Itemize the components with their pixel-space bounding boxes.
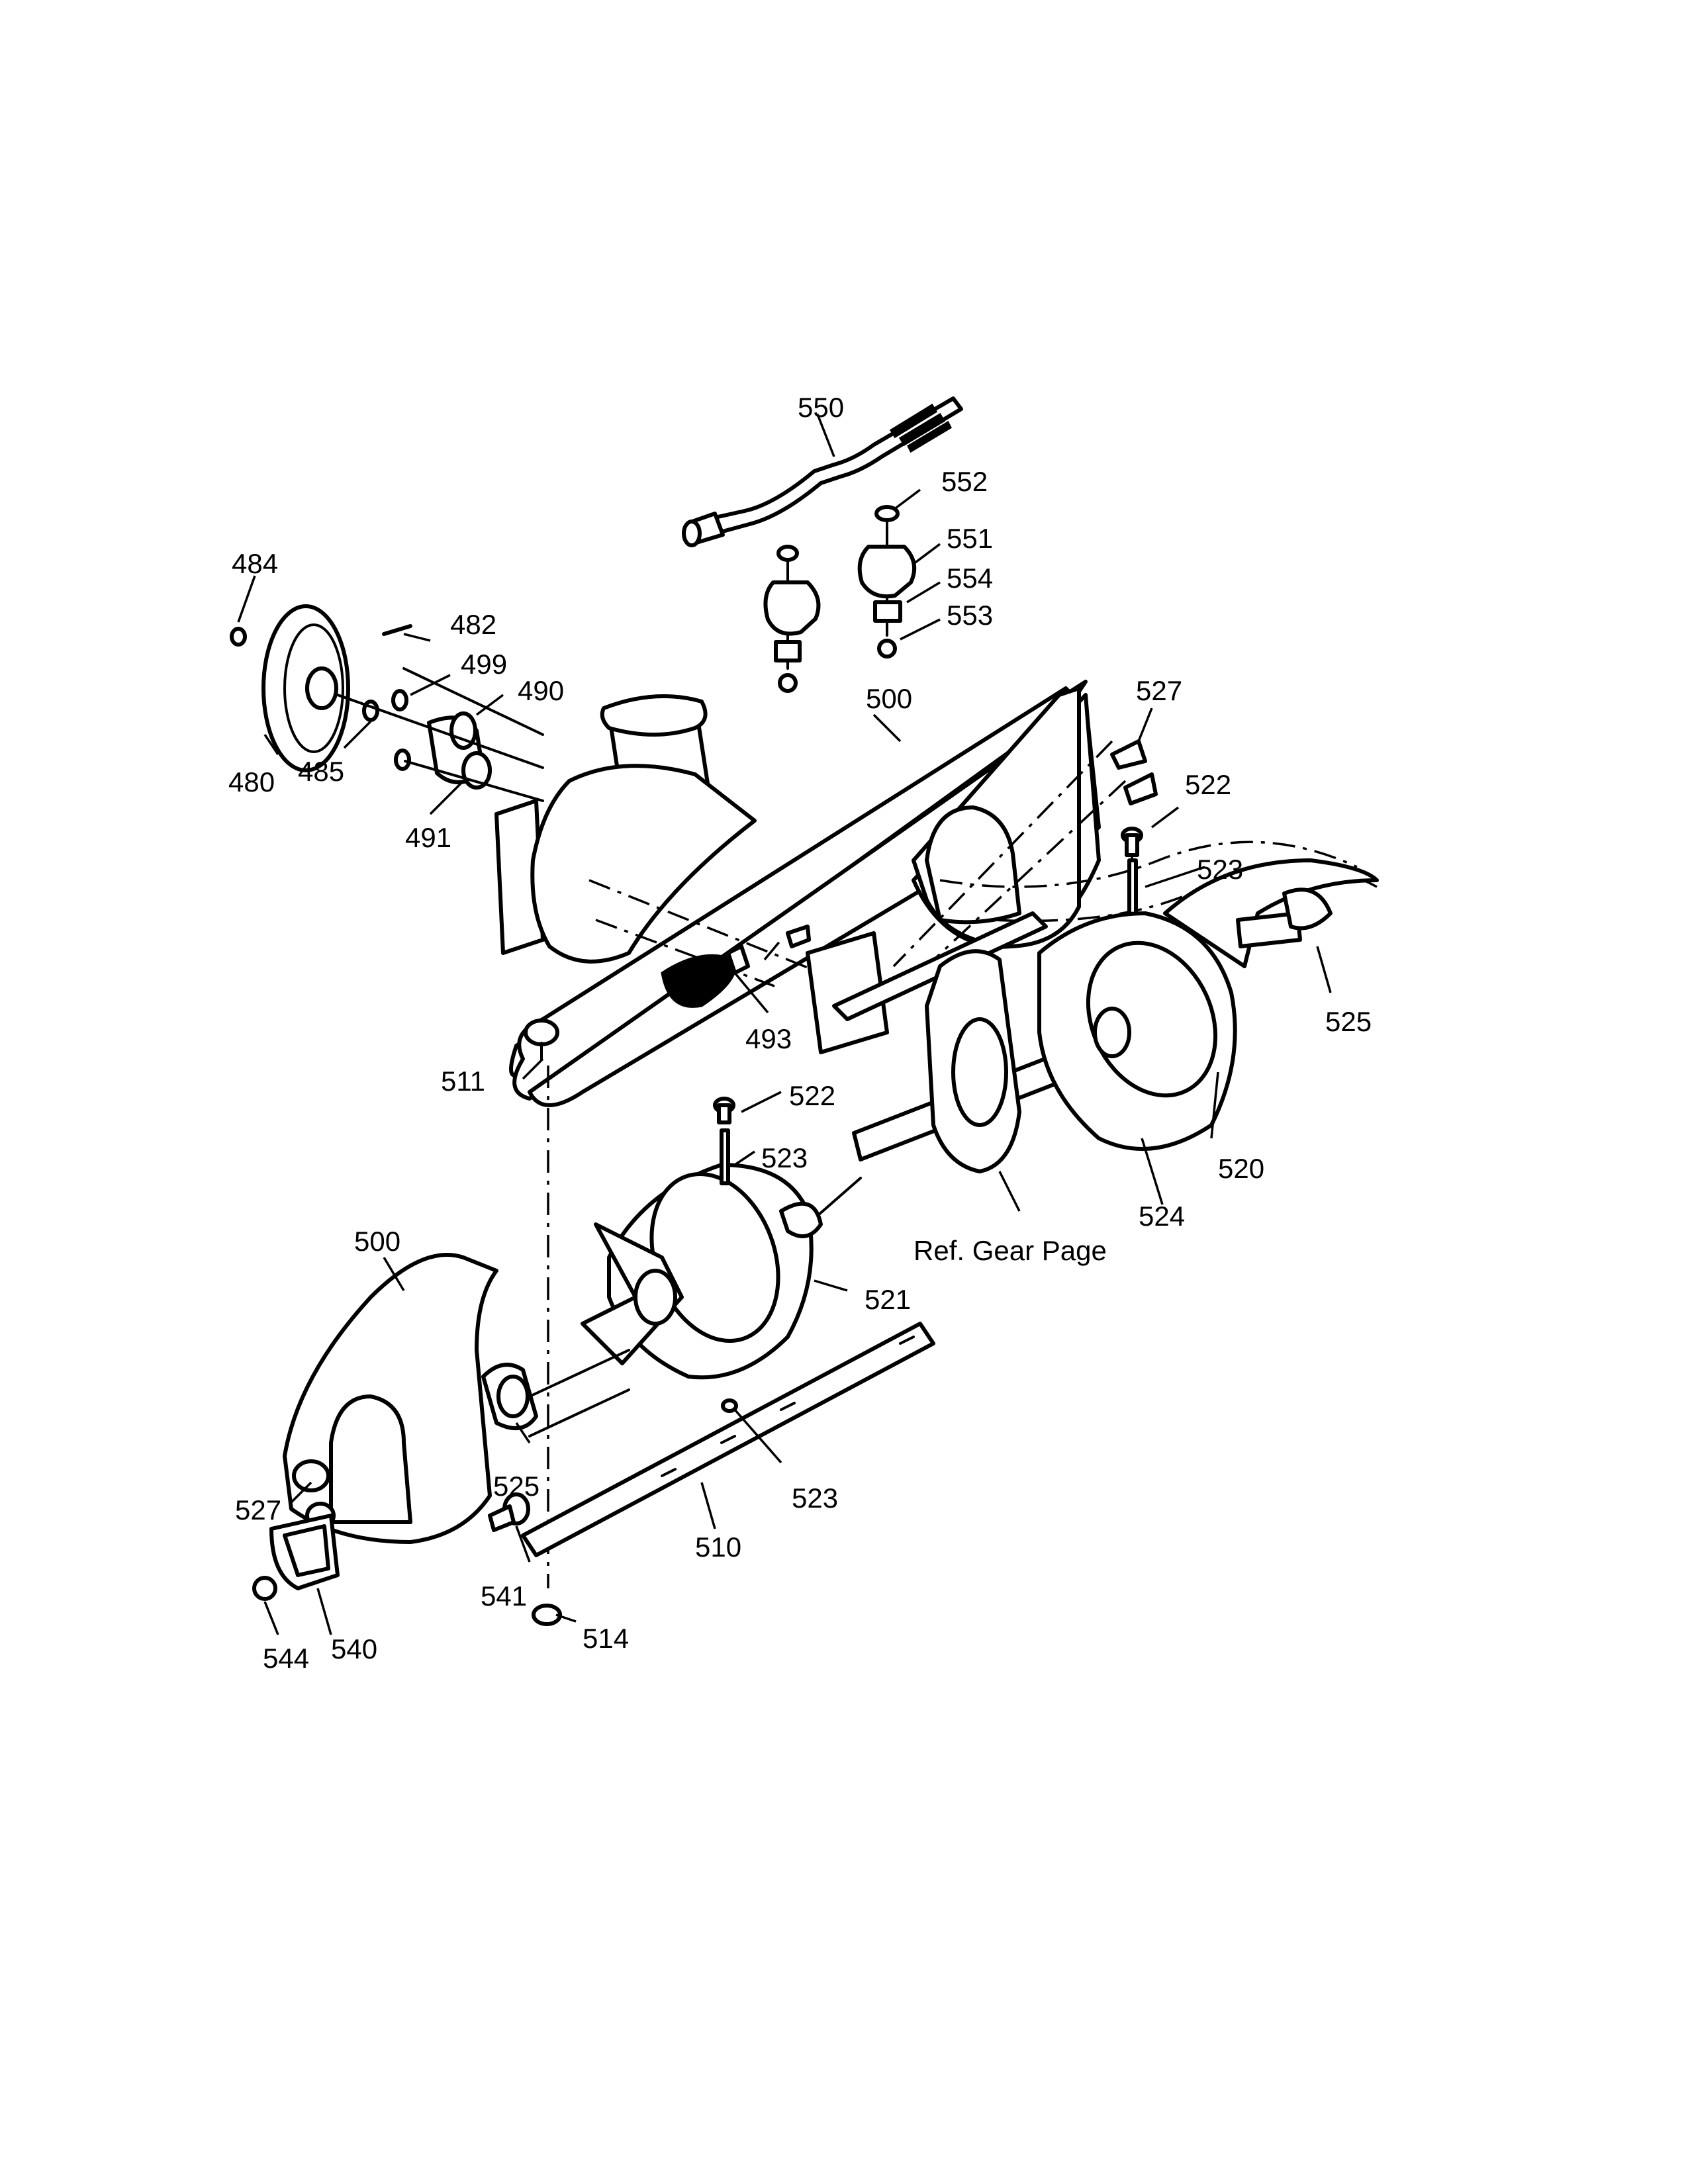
pulley-hardware xyxy=(336,624,544,802)
scraper-bar xyxy=(488,1322,935,1626)
label-522-top: 522 xyxy=(1185,769,1231,800)
label-525-right: 525 xyxy=(1325,1006,1372,1037)
label-499: 499 xyxy=(461,649,507,680)
label-480: 480 xyxy=(228,766,275,797)
label-523-lower: 523 xyxy=(792,1482,838,1514)
rear-auger xyxy=(1037,858,1379,1151)
label-500-lower: 500 xyxy=(354,1226,400,1257)
label-527-lower: 527 xyxy=(235,1494,281,1525)
label-520: 520 xyxy=(1218,1153,1264,1184)
label-553: 553 xyxy=(947,600,993,631)
label-490: 490 xyxy=(518,675,564,706)
label-510: 510 xyxy=(695,1531,741,1563)
label-524: 524 xyxy=(1139,1201,1185,1232)
label-523-mid: 523 xyxy=(761,1142,808,1173)
label-484: 484 xyxy=(232,548,278,579)
auger-housing xyxy=(494,680,1378,1107)
label-544: 544 xyxy=(263,1643,309,1674)
leader-lines xyxy=(237,414,1332,1635)
label-493: 493 xyxy=(745,1023,792,1054)
label-551: 551 xyxy=(947,523,993,554)
label-500-top: 500 xyxy=(866,683,912,714)
label-491: 491 xyxy=(405,822,451,853)
label-511: 511 xyxy=(441,1066,485,1097)
label-540: 540 xyxy=(331,1633,377,1664)
chute-bracket-right xyxy=(857,505,917,659)
gear-case-assembly xyxy=(806,911,1088,1173)
end-cover xyxy=(283,1253,630,1544)
label-552: 552 xyxy=(941,466,988,497)
label-514: 514 xyxy=(583,1623,629,1654)
front-auger xyxy=(581,1097,862,1413)
chute-bracket-left xyxy=(763,545,821,693)
label-485: 485 xyxy=(298,756,344,787)
label-523-top: 523 xyxy=(1197,854,1243,885)
label-525-lower: 525 xyxy=(493,1471,539,1502)
label-521: 521 xyxy=(865,1284,911,1315)
part-labels: 550 552 551 554 553 484 482 499 490 480 … xyxy=(228,392,1372,1674)
skid-shoe xyxy=(252,1514,340,1601)
chute-crank-rod xyxy=(682,396,963,547)
label-554: 554 xyxy=(947,563,993,594)
label-ref-gear-page: Ref. Gear Page xyxy=(914,1235,1107,1266)
label-541: 541 xyxy=(481,1580,527,1612)
label-527-top: 527 xyxy=(1136,675,1182,706)
label-482: 482 xyxy=(450,609,496,640)
auger-pulley xyxy=(230,604,350,772)
label-522-mid: 522 xyxy=(789,1080,835,1111)
label-550: 550 xyxy=(798,392,844,423)
